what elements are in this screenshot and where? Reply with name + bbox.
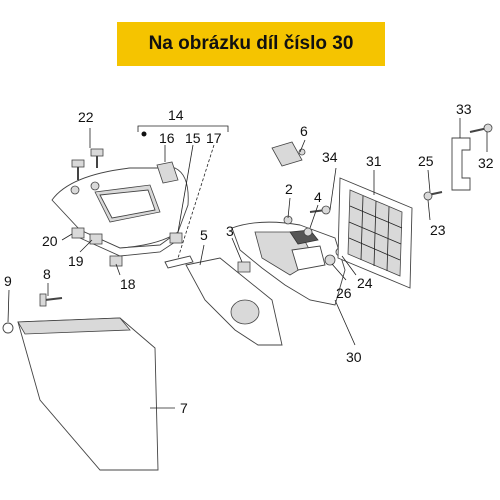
label-22: 22 [78, 109, 94, 125]
label-17: 17 [206, 130, 222, 146]
part-31-grid-plate[interactable] [337, 177, 413, 289]
label-9: 9 [4, 273, 12, 289]
label-14: 14 [168, 107, 184, 123]
banner-text: Na obrázku díl číslo 30 [148, 33, 354, 54]
part-32-screw[interactable] [469, 123, 493, 133]
part-16-clip[interactable] [156, 161, 179, 184]
part-20-19-18-nuts[interactable] [71, 227, 123, 267]
part-5-bracket[interactable] [185, 257, 283, 346]
label-26: 26 [336, 285, 352, 301]
label-15: 15 [185, 130, 201, 146]
title-banner: Na obrázku díl číslo 30 [117, 22, 385, 66]
leader-lines [7, 118, 488, 409]
label-8: 8 [43, 266, 51, 282]
label-19: 19 [68, 253, 84, 269]
label-23: 23 [430, 222, 446, 238]
part-2-4-34-bolts[interactable] [283, 205, 331, 237]
part-14-cover[interactable] [51, 167, 189, 257]
label-31: 31 [366, 153, 382, 169]
label-30: 30 [346, 349, 362, 365]
label-18: 18 [120, 276, 136, 292]
label-2: 2 [285, 181, 293, 197]
label-7: 7 [180, 400, 188, 416]
part-15-17-small[interactable] [164, 232, 194, 269]
label-25: 25 [418, 153, 434, 169]
part-8-bolt[interactable] [39, 293, 63, 307]
label-24: 24 [357, 275, 373, 291]
part-33-hinge[interactable] [451, 137, 471, 191]
part-9-washer[interactable] [2, 322, 14, 334]
part-30-housing[interactable] [231, 221, 346, 306]
label-34: 34 [322, 149, 338, 165]
label-32: 32 [478, 155, 494, 171]
label-5: 5 [200, 227, 208, 243]
part-25-23-screw[interactable] [423, 191, 443, 201]
part-6-clip[interactable] [271, 141, 306, 167]
label-33: 33 [456, 101, 472, 117]
label-20: 20 [42, 233, 58, 249]
label-6: 6 [300, 123, 308, 139]
label-4: 4 [314, 189, 322, 205]
label-16: 16 [159, 130, 175, 146]
part-22-screws[interactable] [71, 148, 104, 180]
part-3-nut[interactable] [237, 261, 251, 273]
part-7-mudflap[interactable] [17, 317, 159, 471]
label-3: 3 [226, 223, 234, 239]
